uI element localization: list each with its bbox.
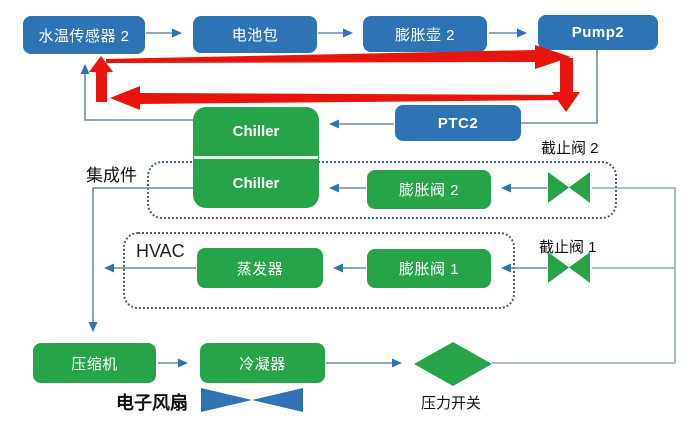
stop-valve-1-icon — [547, 251, 591, 284]
node-chiller-upper: Chiller — [193, 107, 319, 156]
red-arrow-left — [110, 86, 565, 110]
hvac-label: HVAC — [136, 241, 185, 261]
node-chiller-block: Chiller Chiller — [193, 107, 319, 208]
hvac-group-box — [123, 232, 515, 309]
electric-fan-label: 电子风扇 — [116, 393, 188, 413]
node-expansion-valve-2-label: 膨胀阀 2 — [398, 182, 459, 199]
node-expansion-tank: 膨胀壶 2 — [363, 16, 487, 52]
node-battery-pack-label: 电池包 — [231, 27, 279, 44]
pressure-switch-label: 压力开关 — [421, 395, 482, 412]
node-expansion-valve-1-label: 膨胀阀 1 — [398, 261, 459, 278]
red-arrow-down — [552, 58, 580, 112]
node-ptc2-label: PTC2 — [437, 114, 479, 132]
node-battery-pack: 电池包 — [193, 16, 317, 53]
stop-valve-2-label: 截止阀 2 — [541, 140, 599, 157]
node-chiller-upper-label: Chiller — [232, 123, 280, 140]
node-evaporator-label: 蒸发器 — [236, 260, 284, 278]
integrated-assembly-label: 集成件 — [86, 166, 137, 185]
chiller-divider — [194, 156, 318, 159]
pressure-switch-icon — [413, 341, 493, 387]
red-arrow-right — [106, 45, 571, 69]
electric-fan-icon — [200, 386, 304, 414]
stop-valve-2-icon — [547, 171, 591, 204]
node-expansion-tank-label: 膨胀壶 2 — [394, 26, 455, 44]
node-compressor: 压缩机 — [33, 343, 156, 383]
node-compressor-label: 压缩机 — [71, 355, 118, 373]
integrated-assembly-group-box — [147, 161, 617, 219]
red-arrow-up — [89, 56, 113, 102]
stop-valve-1-label: 截止阀 1 — [539, 239, 597, 256]
node-condenser: 冷凝器 — [200, 343, 325, 383]
node-pump2: Pump2 — [538, 15, 658, 50]
node-expansion-valve-2: 膨胀阀 2 — [367, 170, 491, 209]
node-condenser-label: 冷凝器 — [239, 355, 286, 373]
node-water-temp-sensor-label: 水温传感器 2 — [38, 27, 130, 45]
node-evaporator: 蒸发器 — [197, 248, 323, 288]
node-chiller-lower-label: Chiller — [232, 175, 280, 192]
node-water-temp-sensor: 水温传感器 2 — [23, 16, 145, 54]
node-ptc2: PTC2 — [395, 105, 521, 141]
node-expansion-valve-1: 膨胀阀 1 — [367, 249, 491, 288]
node-pump2-label: Pump2 — [571, 24, 625, 41]
node-chiller-lower: Chiller — [193, 159, 319, 208]
